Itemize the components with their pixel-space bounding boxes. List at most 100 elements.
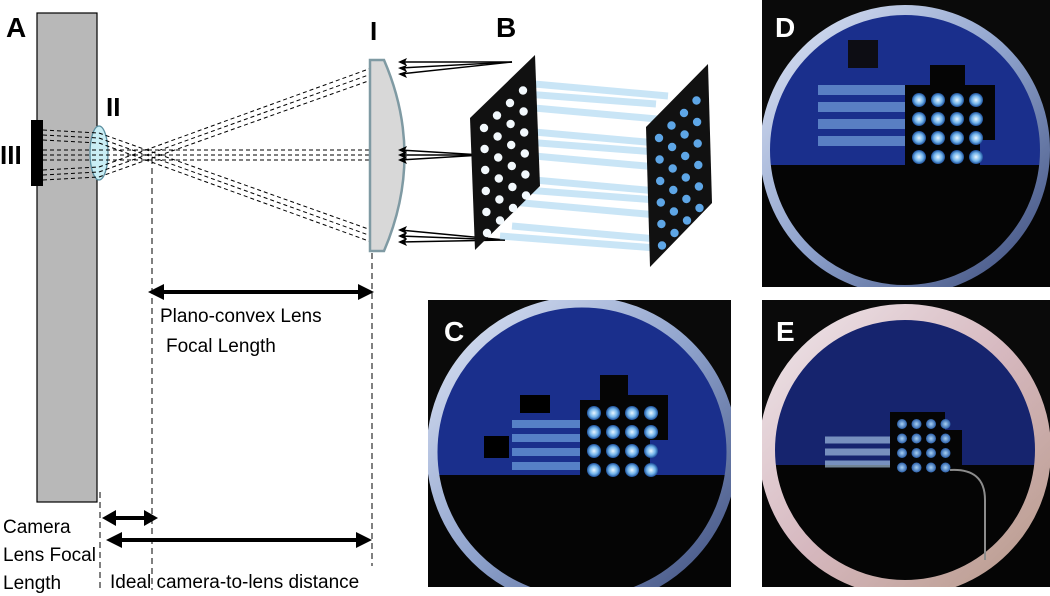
fiber-end — [656, 176, 665, 186]
fiber-end-spot — [912, 150, 926, 164]
fiber-end-spot — [969, 93, 983, 107]
fiber-hole — [508, 182, 517, 192]
fiber-end-spot — [587, 444, 601, 458]
fiber-hole — [520, 149, 529, 158]
panel-a — [31, 12, 513, 590]
fiber-end-spot — [911, 448, 922, 458]
fiber-end-spot — [940, 448, 951, 458]
fiber-end-spot — [940, 462, 951, 473]
fiber-end-spot — [940, 433, 951, 444]
fiber-plate-front-holes — [479, 86, 531, 238]
fiber-end-spot — [931, 112, 945, 126]
fiber-hole — [479, 123, 489, 133]
fiber-end-spot — [606, 425, 620, 439]
fiber-hole — [519, 107, 528, 116]
fiber-end-spot — [625, 425, 639, 439]
camera-focal-label-line3: Length — [3, 573, 62, 594]
fiber-end-spot — [911, 433, 922, 444]
fiber-hole — [521, 191, 531, 200]
fiber-end-spot — [625, 444, 639, 458]
fiber-end-spot — [644, 406, 658, 420]
camera-focal-label-line1: Camera — [3, 517, 71, 538]
fiber-hole — [521, 170, 530, 179]
fiber-end — [668, 164, 677, 173]
fiber-end-spot — [969, 131, 983, 145]
fiber-end — [694, 160, 703, 170]
fiber-end — [657, 219, 666, 229]
plano-focal-label-line2: Focal Length — [166, 336, 276, 357]
fiber-end-spot — [897, 433, 907, 444]
fiber-end-spot — [950, 150, 964, 164]
fiber-end — [682, 194, 691, 204]
fiber-hole — [482, 228, 492, 238]
fiber-end-spot — [931, 150, 945, 164]
fiber-hole — [481, 186, 490, 196]
fiber-end — [692, 117, 702, 127]
plano-focal-label-line1: Plano-convex Lens — [160, 306, 322, 327]
fiber-hole — [518, 86, 528, 95]
fiber-end-spot — [950, 112, 964, 126]
fiber-end-spot — [969, 150, 983, 164]
fiber-hole — [505, 98, 515, 108]
fiber-end-spot — [940, 419, 951, 429]
fiber-end-spot — [897, 419, 907, 429]
fiber-end-spot — [926, 419, 936, 429]
fiber-end-spot — [926, 448, 936, 458]
fiber-end — [681, 173, 690, 182]
fiber-end-spot — [926, 462, 936, 473]
label-plano-convex-lens-i: I — [370, 16, 378, 46]
ideal-distance-label: Ideal camera-to-lens distance — [110, 572, 360, 593]
camera-lens — [89, 125, 109, 181]
fiber-end — [655, 155, 664, 164]
outer-rays — [98, 61, 390, 249]
fiber-hole — [495, 216, 505, 225]
label-camera-lens-ii: II — [106, 92, 121, 122]
fiber-hole — [481, 165, 490, 175]
fiber-hole — [506, 119, 515, 129]
fiber-end — [669, 185, 678, 195]
fiber-end — [654, 133, 664, 143]
fiber-end-spot — [911, 419, 922, 429]
fiber-end — [670, 228, 679, 238]
fiber-hole — [482, 207, 491, 217]
fibers — [499, 78, 669, 252]
fiber-end-spot — [950, 131, 964, 145]
fiber-end-spot — [606, 463, 620, 477]
camera-body — [36, 12, 98, 503]
arrowheads — [398, 58, 407, 246]
panel-label-d: D — [775, 12, 796, 43]
fiber-hole — [508, 203, 518, 213]
panel-b-fiber-bundle — [470, 55, 712, 267]
panel-label-c: C — [444, 316, 465, 347]
incoming-arrows — [399, 61, 513, 243]
guide-lines — [99, 158, 373, 590]
fiber-hole — [494, 153, 503, 162]
fiber-end — [682, 216, 692, 225]
photo-c — [428, 300, 731, 587]
fiber-hole — [507, 161, 516, 171]
fiber-plate-back-holes — [654, 96, 704, 250]
fiber-end — [667, 142, 677, 152]
fiber-end-spot — [897, 448, 907, 458]
camera-sensor — [31, 120, 43, 186]
fiber-end-spot — [912, 93, 926, 107]
fiber-end-spot — [969, 112, 983, 126]
fiber-end — [667, 121, 676, 130]
fiber-plate-front — [470, 55, 540, 250]
fiber-end — [679, 108, 689, 118]
fiber-end — [656, 198, 665, 207]
fiber-end — [692, 96, 701, 105]
fiber-hole — [492, 111, 502, 120]
fiber-end-spot — [644, 425, 658, 439]
fiber-hole — [493, 132, 502, 141]
fiber-end-spot — [606, 406, 620, 420]
panel-label-a: A — [6, 12, 27, 43]
panel-label-e: E — [776, 316, 795, 347]
photo-e — [762, 300, 1050, 587]
fiber-end-spot — [911, 462, 922, 473]
fiber-hole — [494, 174, 503, 183]
fiber-end — [657, 241, 667, 250]
label-sensor-iii: III — [0, 140, 22, 170]
fiber-end-spot — [926, 433, 936, 444]
